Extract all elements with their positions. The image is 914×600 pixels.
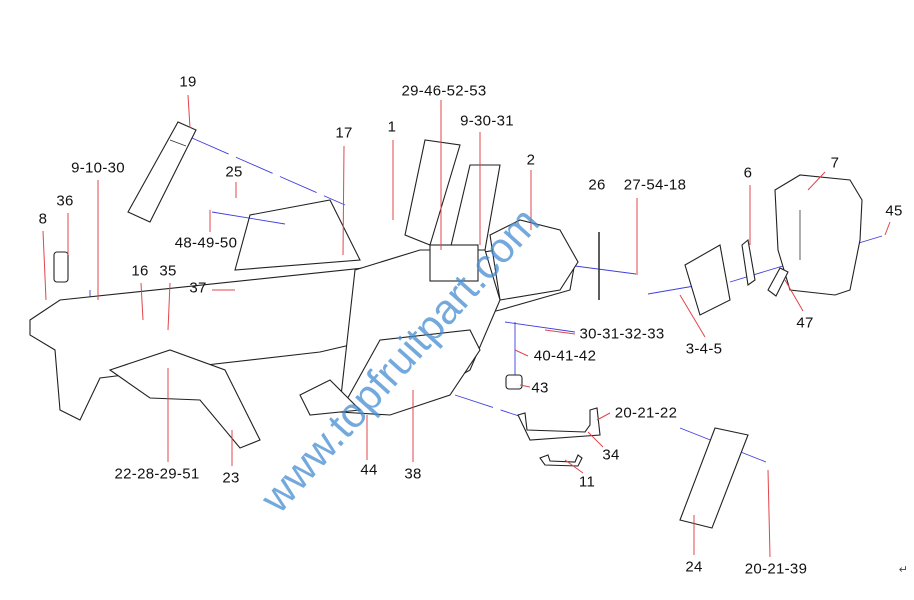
part-label-9-30-31: 9-30-31 — [460, 112, 514, 130]
part-label-43: 43 — [531, 379, 549, 397]
part-label-40-41-42: 40-41-42 — [533, 347, 597, 365]
part-label-27-54-18: 27-54-18 — [623, 176, 687, 194]
part-label-48-49-50: 48-49-50 — [174, 234, 238, 252]
part-label-2: 2 — [526, 151, 536, 169]
part-47-bracket — [767, 267, 789, 297]
part-label-11: 11 — [578, 473, 596, 491]
part-label-44: 44 — [360, 461, 378, 479]
part-label-22-28-29-51: 22-28-29-51 — [114, 465, 200, 483]
part-7-cover — [774, 174, 863, 296]
part-label-30-31-32-33: 30-31-32-33 — [579, 325, 665, 343]
part-label-20-21-22: 20-21-22 — [614, 404, 678, 422]
part-24-panel — [679, 427, 749, 529]
part-11-handle — [539, 454, 583, 467]
part-label-16: 16 — [131, 262, 149, 280]
part-43-mount — [505, 374, 523, 390]
part-label-45: 45 — [885, 202, 903, 220]
part-label-1: 1 — [387, 118, 397, 136]
part-label-23: 23 — [222, 469, 240, 487]
part-label-19: 19 — [179, 73, 197, 91]
part-19-panel — [127, 121, 197, 223]
part-label-35: 35 — [159, 262, 177, 280]
part-label-24: 24 — [685, 558, 703, 576]
main-frame — [29, 139, 579, 449]
part-3-4-5-plate — [684, 244, 731, 316]
leader-lines — [42, 94, 891, 558]
part-label-3-4-5: 3-4-5 — [685, 340, 723, 358]
part-label-8: 8 — [38, 210, 48, 228]
part-label-26: 26 — [588, 176, 606, 194]
part-label-37: 37 — [189, 279, 207, 297]
part-label-25: 25 — [225, 163, 243, 181]
part-label-7: 7 — [830, 154, 840, 172]
part-label-29-46-52-53: 29-46-52-53 — [401, 82, 487, 100]
part-label-17: 17 — [335, 124, 353, 142]
part-6-bracket — [741, 238, 756, 286]
return-mark: ↵ — [898, 564, 908, 576]
part-label-20-21-39: 20-21-39 — [744, 560, 808, 578]
part-label-34: 34 — [602, 446, 620, 464]
part-label-9-10-30: 9-10-30 — [71, 159, 125, 177]
part-label-36: 36 — [56, 192, 74, 210]
part-36-mirror — [53, 251, 69, 283]
part-34-step — [517, 407, 601, 441]
part-label-47: 47 — [796, 314, 814, 332]
part-label-38: 38 — [404, 465, 422, 483]
part-label-6: 6 — [743, 164, 753, 182]
